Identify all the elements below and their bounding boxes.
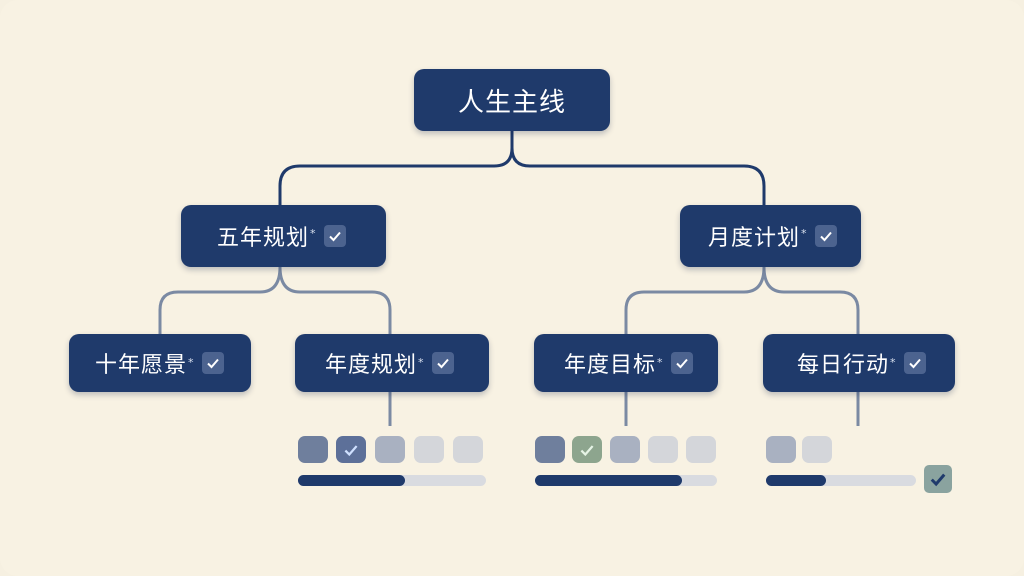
task-square[interactable] xyxy=(535,436,565,463)
connector-right-a xyxy=(624,266,766,334)
node-mark: * xyxy=(188,356,194,369)
node-mark: * xyxy=(657,356,663,369)
check-icon xyxy=(580,444,594,456)
final-check-icon[interactable] xyxy=(924,465,952,493)
task-square[interactable] xyxy=(375,436,405,463)
node-five-year-plan[interactable]: 五年规划 * xyxy=(181,205,386,267)
node-label: 年度规划 xyxy=(325,353,418,378)
node-label: 年度目标 xyxy=(564,353,657,378)
node-label: 每日行动 xyxy=(797,353,890,378)
node-monthly-plan[interactable]: 月度计划 * xyxy=(680,205,861,267)
node-mark: * xyxy=(801,227,807,240)
progress-bar xyxy=(298,475,486,486)
task-square[interactable] xyxy=(453,436,483,463)
progress-fill xyxy=(298,475,406,486)
check-icon[interactable] xyxy=(670,352,693,374)
task-square-checked[interactable] xyxy=(336,436,366,463)
node-label: 十年愿景 xyxy=(95,353,188,378)
task-square[interactable] xyxy=(648,436,678,463)
node-label: 五年规划 xyxy=(217,226,310,251)
task-square-checked[interactable] xyxy=(572,436,602,463)
connector-root-left xyxy=(278,131,514,205)
check-icon[interactable] xyxy=(814,225,837,247)
connector-right-b xyxy=(762,266,860,334)
progress-fill xyxy=(766,475,826,486)
task-square[interactable] xyxy=(610,436,640,463)
progress-fill xyxy=(535,475,683,486)
connector-left-b xyxy=(278,266,392,334)
root-label: 人生主线 xyxy=(457,87,566,118)
node-annual-goals[interactable]: 年度目标 * xyxy=(534,334,718,392)
task-square[interactable] xyxy=(298,436,328,463)
check-icon[interactable] xyxy=(201,352,224,374)
connector-left-a xyxy=(158,266,282,334)
connector-root-right xyxy=(510,131,766,205)
node-mark: * xyxy=(310,227,316,240)
check-icon[interactable] xyxy=(323,225,346,247)
node-daily-actions[interactable]: 每日行动 * xyxy=(763,334,955,392)
node-mark: * xyxy=(890,356,896,369)
root-node[interactable]: 人生主线 xyxy=(414,69,610,131)
check-icon xyxy=(344,444,358,456)
progress-bar xyxy=(535,475,717,486)
node-mark: * xyxy=(418,356,424,369)
node-ten-year-vision[interactable]: 十年愿景 * xyxy=(69,334,251,392)
check-icon[interactable] xyxy=(903,352,926,374)
check-icon[interactable] xyxy=(431,352,454,374)
task-square[interactable] xyxy=(766,436,796,463)
task-square[interactable] xyxy=(686,436,716,463)
task-square[interactable] xyxy=(802,436,832,463)
progress-bar xyxy=(766,475,916,486)
node-label: 月度计划 xyxy=(708,226,801,251)
node-annual-planning[interactable]: 年度规划 * xyxy=(295,334,489,392)
task-square[interactable] xyxy=(414,436,444,463)
